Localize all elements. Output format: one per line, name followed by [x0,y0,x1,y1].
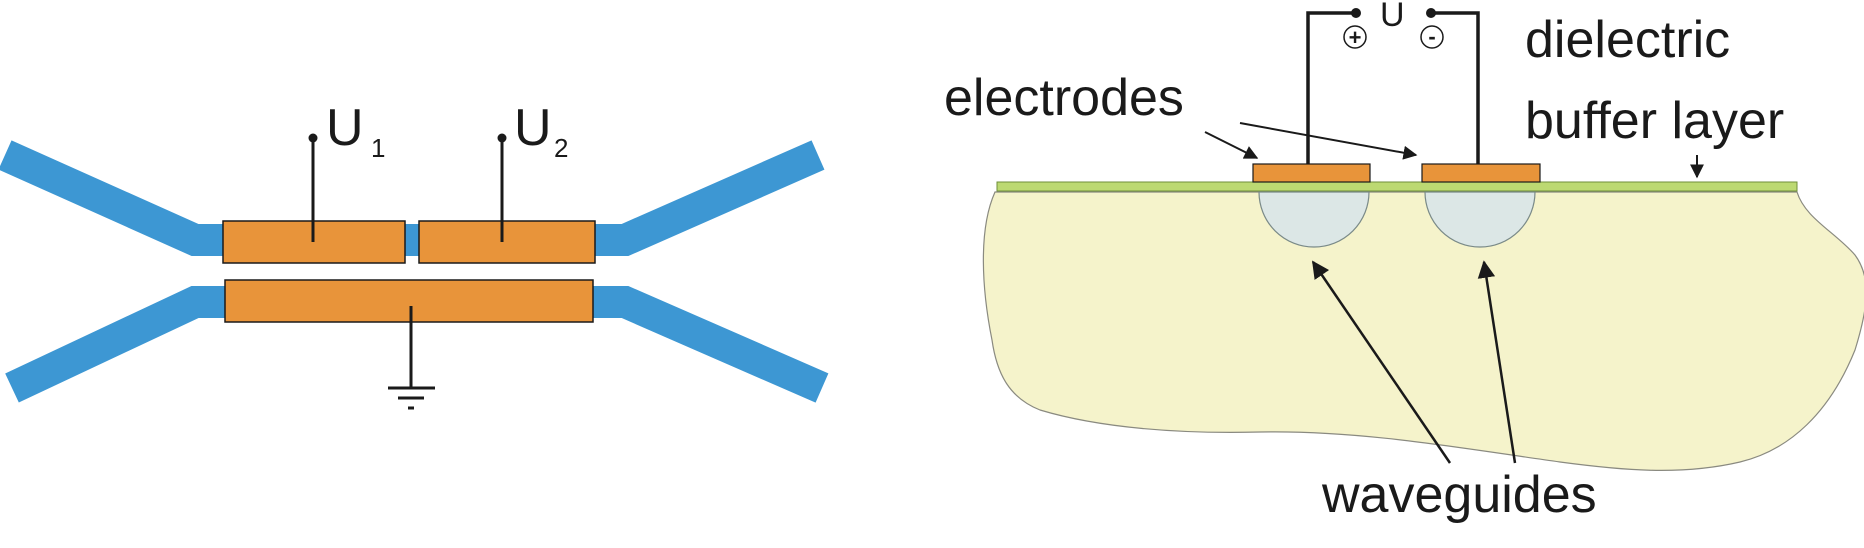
terminal-minus [1426,8,1436,18]
waveguide-left [1258,191,1370,248]
ground-electrode [224,279,594,323]
minus-icon: - [1420,24,1444,49]
cross-section-diagram: U + - electrodes dielectric buffer layer… [944,0,1864,524]
voltage-label: U [1380,0,1405,34]
arrow-electrode-left [1204,131,1259,159]
arrow-waveguide-right [1477,260,1517,464]
substrate [982,191,1864,471]
svg-text:-: - [1428,24,1435,49]
waveguides-label: waveguides [1321,466,1597,524]
plus-icon: + [1343,25,1367,50]
svg-text:+: + [1349,25,1362,50]
u1-label: U [326,99,364,157]
waveguide-right [1424,191,1536,248]
arrow-waveguide-left [1311,260,1452,464]
u2-subscript: 2 [554,133,568,163]
electrode-right [1421,163,1541,183]
terminal-plus [1351,8,1361,18]
ground-icon [388,306,435,410]
electrode-left [1252,163,1371,183]
electrode-u2 [418,220,596,264]
wire-minus [1433,11,1480,164]
arrow-electrode-right [1239,122,1418,160]
buffer-layer-label: buffer layer [1525,92,1784,150]
u2-terminal [497,133,507,143]
directional-coupler-diagram: U 1 U 2 [0,99,829,410]
upper-waveguide [0,140,825,256]
buffer-layer [996,181,1798,192]
u1-subscript: 1 [371,133,385,163]
u2-label: U [514,99,552,157]
electrodes-label: electrodes [944,69,1184,127]
dielectric-label: dielectric [1525,11,1730,69]
wire-plus [1306,11,1354,164]
u1-terminal [308,133,318,143]
